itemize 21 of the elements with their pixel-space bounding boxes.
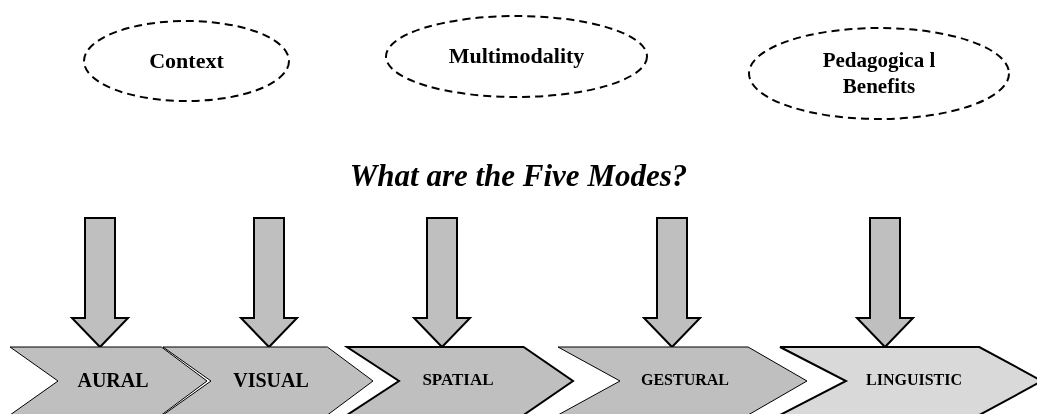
chevron-shape [10,347,207,414]
mode-label: AURAL [76,368,150,392]
topic-label: Multimodality [447,43,586,70]
mode-label: SPATIAL [421,369,495,391]
dashed-ellipse [385,15,648,98]
dashed-ellipse [83,20,290,102]
mode-label: LINGUISTIC [865,370,963,390]
mode-label: VISUAL [232,368,310,392]
chevron-shape [558,347,807,414]
diagram-title: What are the Five Modes? [348,158,689,194]
block-arrow [641,217,703,349]
dashed-ellipse [748,27,1010,120]
mode-label: GESTURAL [640,370,730,390]
block-arrow [854,217,916,349]
topic-label: Pedagogica l Benefits [821,48,937,99]
chevron-shape [163,347,373,414]
topic-label: Context [148,47,225,75]
block-arrow [69,217,131,349]
block-arrow [238,217,300,349]
block-arrow [411,217,473,349]
chevron-shape [780,347,1037,414]
